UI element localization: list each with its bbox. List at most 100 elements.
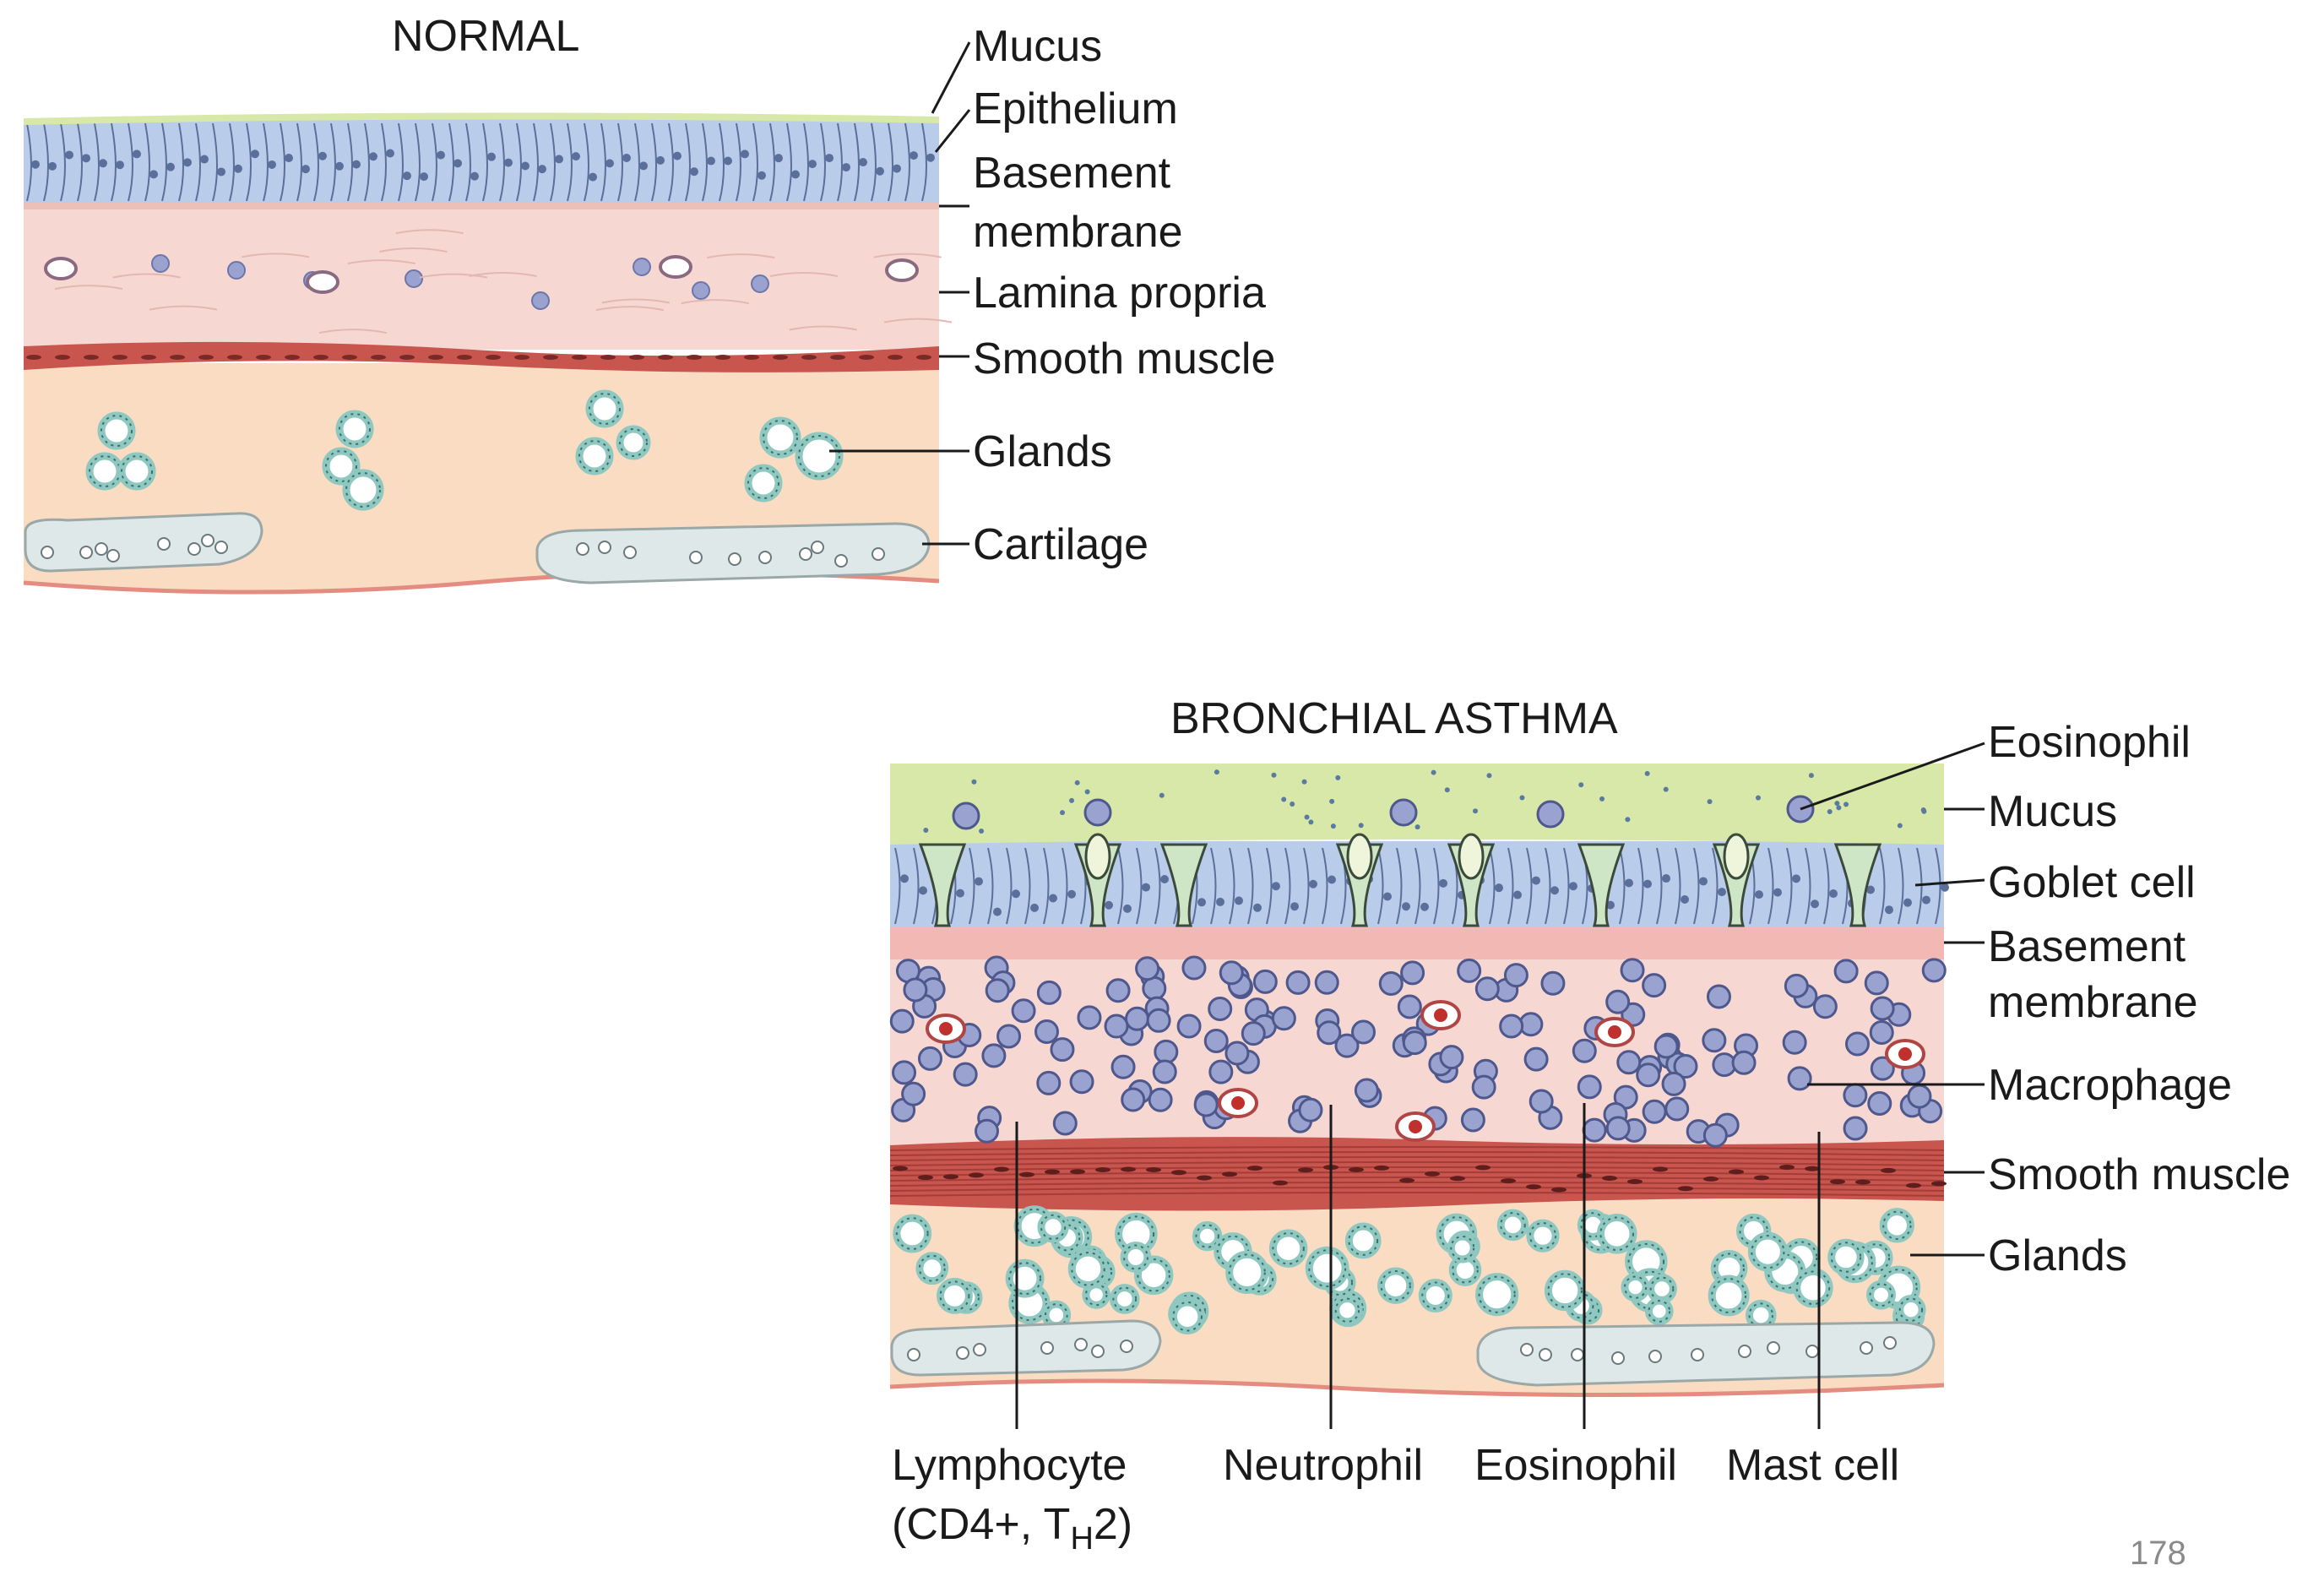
normal-cartilage-cells [41, 534, 885, 568]
normal-lamina-propria [24, 206, 939, 350]
epithelial-cell-border [195, 122, 201, 202]
gland-cells [1898, 1297, 1924, 1322]
epithelial-nucleus [82, 154, 90, 163]
inflammatory-cell [1208, 997, 1233, 1022]
epithelial-cell-border [1117, 847, 1124, 925]
inflammatory-cell [1110, 1054, 1136, 1079]
inflammatory-cell [1620, 958, 1645, 983]
asthma-goblet-cells [918, 833, 1882, 927]
epithelial-nucleus [1142, 883, 1150, 892]
chondrocyte [973, 1343, 986, 1356]
inflammatory-cell [1069, 1069, 1094, 1095]
muscle-nucleus [918, 1175, 933, 1181]
inflammatory-cell [1523, 1046, 1549, 1072]
connective-fiber [241, 253, 310, 258]
inflammatory-cell [1582, 1117, 1607, 1143]
gland-cells [1529, 1222, 1557, 1250]
epithelial-nucleus [1755, 890, 1763, 899]
chondrocyte [41, 546, 54, 559]
inflammatory-cell [1252, 969, 1278, 994]
normal-smooth-muscle [24, 341, 939, 372]
epithelial-nucleus [1829, 889, 1838, 899]
muscle-fiber [889, 1146, 1945, 1151]
inflammatory-cell [1605, 1116, 1631, 1141]
mucus-particle [1836, 805, 1842, 811]
muscle-fiber [889, 1182, 1945, 1187]
gland-cells [1334, 1297, 1360, 1323]
muscle-nucleus [486, 355, 501, 360]
chondrocyte [758, 551, 772, 564]
epithelial-cell-border [1062, 847, 1068, 925]
gland-cells [747, 467, 779, 499]
mucus-particle [1625, 817, 1631, 823]
epithelial-cell-border [1303, 847, 1310, 925]
mucus-particle [971, 779, 977, 785]
inflammatory-cell [1285, 970, 1311, 995]
epithelial-cell-border [634, 122, 640, 202]
inflammatory-cell [1052, 1111, 1078, 1136]
normal-basement-membrane [24, 201, 939, 209]
inflammatory-cell [1843, 1083, 1868, 1108]
inflammatory-cell [1642, 1099, 1667, 1124]
inflammatory-cell [1402, 1030, 1427, 1056]
muscle-nucleus [1273, 1180, 1288, 1186]
epithelial-cell-border [904, 122, 910, 202]
muscle-nucleus [112, 355, 128, 360]
inflammatory-cell [1921, 958, 1947, 983]
inflammatory-cell [1864, 970, 1889, 996]
page-number: 178 [2130, 1535, 2186, 1572]
mucus-particle [1214, 769, 1219, 775]
muscle-nucleus [600, 355, 616, 360]
epithelial-nucleus [217, 167, 225, 177]
epithelial-nucleus [1123, 904, 1132, 913]
gland-cells [121, 455, 153, 487]
inflammatory-cell [1034, 1019, 1059, 1045]
muscle-nucleus [801, 355, 817, 360]
epithelial-cell-border [1322, 847, 1328, 925]
mucus-particle [1755, 795, 1761, 801]
mucus-eosinophil [1536, 800, 1565, 829]
muscle-nucleus [629, 355, 644, 360]
epithelial-nucleus [842, 163, 850, 172]
gland [893, 1214, 932, 1253]
chondrocyte [1120, 1340, 1133, 1353]
epithelial-cell-border [144, 122, 150, 202]
muscle-nucleus [1045, 1169, 1060, 1175]
muscle-nucleus [1298, 1167, 1313, 1173]
mucus-particle [1444, 787, 1450, 793]
epithelial-cell-border [584, 122, 589, 202]
inflammatory-cell [1400, 960, 1425, 986]
muscle-nucleus [170, 355, 185, 360]
goblet-cell-mucin [1458, 833, 1485, 880]
connective-fiber [318, 329, 388, 334]
epithelial-cell-border [803, 122, 809, 202]
goblet-cell-mucin [1723, 833, 1750, 880]
epithelial-cell-border [1563, 847, 1570, 925]
mucus-particle [1707, 799, 1713, 805]
epithelial-nucleus [1030, 903, 1039, 912]
muscle-nucleus [1678, 1186, 1693, 1192]
epithelial-nucleus [1309, 879, 1317, 889]
epithelial-nucleus [1253, 903, 1262, 912]
gland-cells [953, 1284, 980, 1312]
normal-epithelium [24, 118, 939, 203]
gland [759, 416, 801, 459]
connective-fiber [789, 325, 858, 331]
epithelial-nucleus [1550, 886, 1559, 895]
gland-cells [1649, 1276, 1675, 1302]
mucus-particle [1599, 796, 1605, 802]
chondrocyte [214, 541, 228, 554]
epithelial-cell-border [854, 122, 860, 202]
mucus-particle [1431, 769, 1436, 775]
inflammatory-cell [1731, 1050, 1757, 1075]
epithelial-nucleus [900, 874, 909, 883]
epithelial-nucleus [605, 159, 614, 168]
chondrocyte [1648, 1350, 1662, 1363]
epithelial-nucleus [876, 166, 884, 176]
gland-cells [1348, 1225, 1379, 1256]
inflammatory-cell [1146, 1008, 1171, 1033]
inflammatory-cell [1869, 1019, 1894, 1045]
asthma-label-goblet-cell: Goblet cell [1988, 858, 2196, 907]
epithelial-cell-border [685, 122, 691, 202]
epithelial-cell-border [769, 122, 775, 202]
